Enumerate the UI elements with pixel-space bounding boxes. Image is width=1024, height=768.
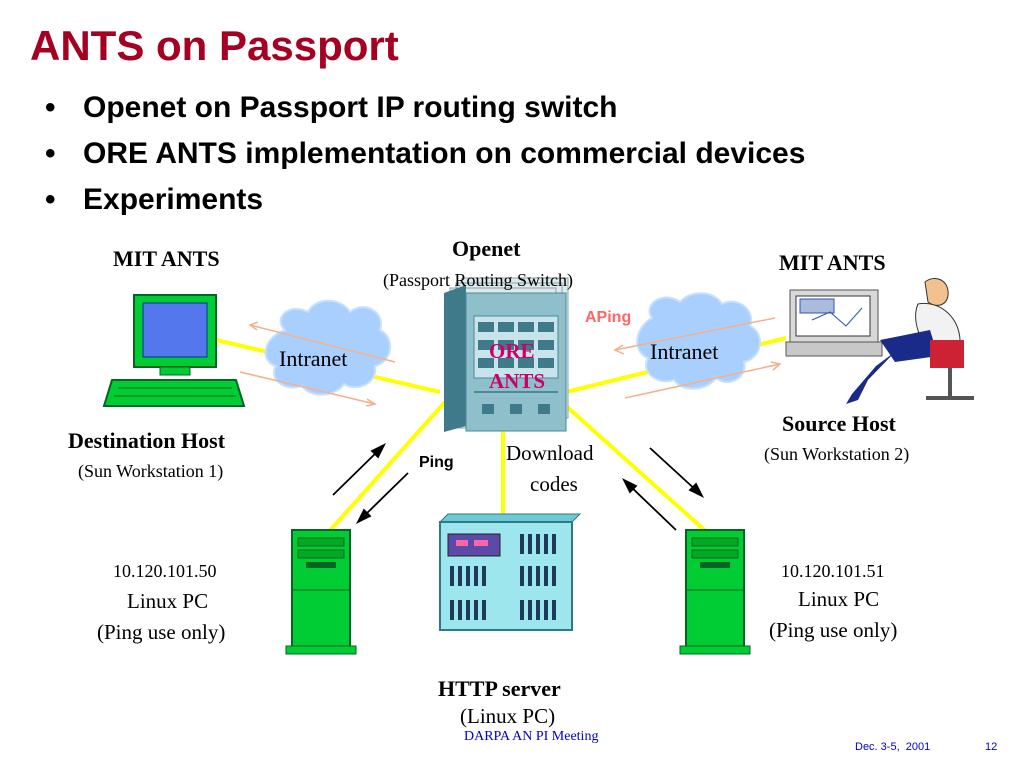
source-host-workstation — [785, 278, 974, 404]
source-host-sublabel: (Sun Workstation 2) — [764, 444, 910, 464]
destination-host-label: Destination Host — [68, 428, 226, 453]
footer-page-number: 12 — [985, 741, 998, 753]
destination-host-sublabel: (Sun Workstation 1) — [78, 461, 224, 481]
right-intranet-label: Intranet — [650, 339, 719, 364]
left-pc-ip: 10.120.101.50 — [113, 561, 217, 581]
left-intranet-cloud — [264, 299, 391, 396]
ants-label: ANTS — [489, 369, 546, 393]
right-pc-name: Linux PC — [798, 587, 880, 611]
footer-date: Dec. 3-5, 2001 — [855, 741, 931, 753]
footer-meeting: DARPA AN PI Meeting — [464, 729, 599, 744]
left-linux-pc — [285, 529, 357, 655]
bullet-item: •ORE ANTS implementation on commercial d… — [45, 137, 806, 170]
http-server-label: HTTP server — [438, 676, 561, 701]
openet-title: Openet — [452, 236, 521, 261]
http-server — [438, 513, 582, 631]
destination-host-computer — [102, 294, 246, 407]
aping-label: APing — [585, 309, 632, 326]
download-label: Download — [506, 441, 594, 465]
passport-switch — [444, 277, 569, 432]
openet-subtitle: (Passport Routing Switch) — [383, 270, 574, 290]
left-pc-name: Linux PC — [127, 589, 209, 613]
right-mit-ants-label: MIT ANTS — [779, 250, 886, 275]
left-pc-use: (Ping use only) — [97, 620, 226, 644]
bullet-item: •Openet on Passport IP routing switch — [45, 91, 618, 124]
bullet-item: •Experiments — [45, 183, 264, 216]
left-intranet-label: Intranet — [279, 346, 348, 371]
right-intranet-cloud — [636, 292, 761, 390]
cloud-traffic-arrows — [239, 317, 782, 407]
slide-title: ANTS on Passport — [30, 22, 399, 69]
http-server-sublabel: (Linux PC) — [460, 704, 556, 728]
link-right-pc — [563, 403, 712, 537]
source-host-label: Source Host — [782, 411, 896, 436]
right-pc-ip: 10.120.101.51 — [781, 561, 885, 581]
ore-label: ORE — [489, 339, 535, 363]
ping-arrows — [332, 442, 705, 531]
codes-label: codes — [530, 472, 578, 496]
right-linux-pc — [679, 529, 751, 655]
bullet-list: •Openet on Passport IP routing switch •O… — [45, 88, 805, 226]
right-pc-use: (Ping use only) — [769, 618, 898, 642]
link-left-pc — [323, 400, 447, 538]
left-mit-ants-label: MIT ANTS — [113, 246, 220, 271]
ping-label: Ping — [419, 454, 454, 471]
